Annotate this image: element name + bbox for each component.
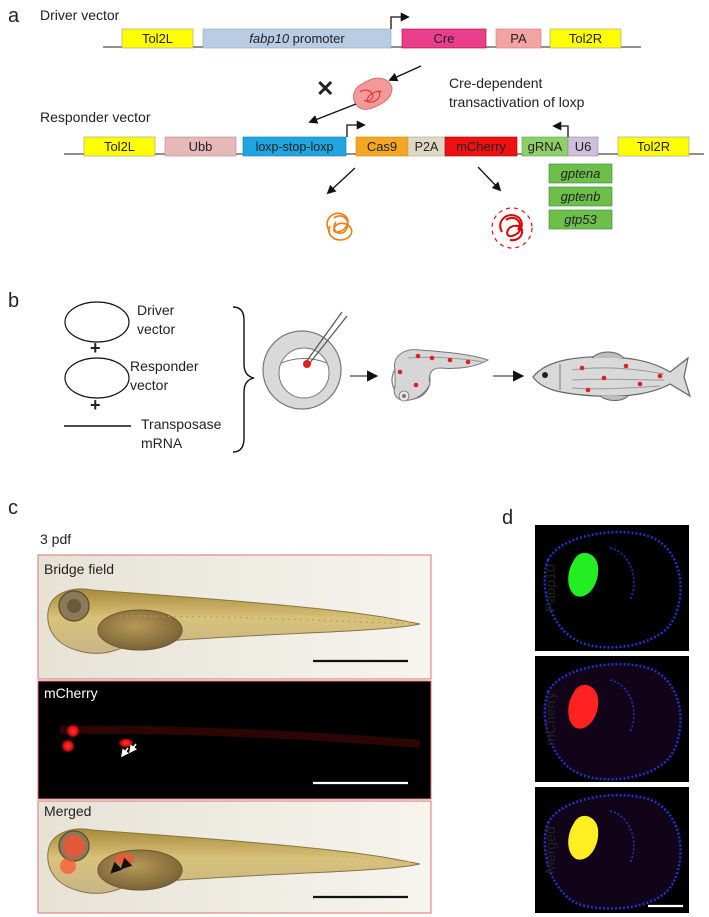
mcherry-fluorescence-image: mCherry [37, 680, 432, 800]
embryo-injection-icon [262, 311, 348, 410]
panel-b: b Driver vector + Responder vector + Tra… [8, 290, 692, 453]
image-label: mCherry [44, 685, 98, 701]
section-label: mCherry [542, 692, 558, 746]
mcherry-box [444, 136, 518, 157]
responder-tol2r-box [617, 136, 690, 157]
cas9-output-arrow [326, 167, 356, 195]
mcherry-output-arrow [477, 166, 502, 192]
stage-label: 3 pdf [40, 531, 71, 547]
promoter-start-arrow [390, 12, 410, 29]
ubb-box [164, 136, 237, 157]
adult-fish-icon [532, 351, 692, 401]
transposase-label-line2: mRNA [141, 435, 183, 451]
annotation-line1: Cre-dependent [449, 75, 543, 91]
driver-tol2l-label: Tol2L [142, 31, 173, 46]
driver-tol2l-box [121, 28, 194, 49]
driver-label-line2: vector [137, 321, 175, 337]
responder-label-line2: vector [130, 377, 168, 393]
section-label: Merged [542, 826, 558, 873]
u6-start-arrow [552, 121, 569, 137]
loxp-stop-loxp-label: loxp-stop-loxp [256, 140, 334, 154]
u6-label: U6 [575, 139, 592, 154]
transposase-label-line1: Transposase [141, 416, 222, 432]
panel-b-letter: b [8, 290, 19, 312]
image-label: Bridge field [44, 561, 114, 577]
cre-protein-icon [353, 77, 393, 110]
u6-box [567, 136, 599, 157]
mcherry-section-image: mCherry [535, 656, 689, 782]
plus-sign: + [90, 395, 101, 415]
panel-a: a Driver vector Tol2L fabp10 promoter Cr… [8, 5, 704, 249]
grna-target-box [548, 209, 613, 230]
bright-field-image: Bridge field [37, 554, 432, 680]
image-label: Merged [44, 803, 91, 819]
responder-tol2r-label: Tol2R [637, 139, 670, 154]
cas9-protein-icon [326, 212, 353, 241]
panel-c-letter: c [8, 497, 18, 519]
driver-tol2r-box [549, 28, 622, 49]
plus-sign: + [90, 338, 101, 358]
ubb-label: Ubb [189, 139, 213, 154]
grna-target-label: gtp53 [564, 212, 597, 227]
merged-image: Merged [37, 800, 432, 914]
annotation-line2: transactivation of loxp [449, 94, 585, 110]
responder-tol2l-box [83, 136, 156, 157]
driver-label-line1: Driver [137, 302, 175, 318]
cross-symbol: ✕ [316, 76, 334, 101]
cre-to-protein-arrow [388, 65, 422, 82]
responder-tol2l-label: Tol2L [104, 139, 135, 154]
responder-plasmid-icon [64, 357, 130, 399]
grna-target-box [548, 163, 613, 184]
fabp10-promoter-label: fabp10 promoter [249, 31, 345, 46]
larva-icon [391, 349, 490, 402]
cre-box [401, 28, 487, 49]
responder-label-line1: Responder [130, 358, 199, 374]
mcherry-gene-label: mCherry [456, 139, 506, 154]
panel-d-letter: d [502, 507, 513, 529]
protein-to-responder-arrow [308, 103, 357, 124]
driver-tol2r-label: Tol2R [569, 31, 602, 46]
driver-vector-title: Driver vector [40, 7, 120, 23]
mcherry-protein-icon [491, 207, 533, 249]
driver-plasmid-icon [64, 301, 130, 343]
panel-a-letter: a [8, 5, 20, 27]
ubb-start-arrow [346, 120, 366, 137]
panel-c: c 3 pdf Bridge field mCherry [8, 497, 432, 914]
grna-target-box [548, 186, 613, 207]
grouping-bracket [232, 306, 255, 453]
merged-section-image: Merged [535, 787, 689, 913]
grna-label: gRNA [528, 139, 563, 154]
panel-d: d Fabp10 mCherry Merged [502, 507, 689, 913]
fabp10-promoter-box [202, 28, 392, 49]
p2a-label: P2A [415, 140, 439, 154]
grna-target-label: gptena [561, 166, 601, 181]
loxp-stop-loxp-box [242, 136, 347, 157]
cre-label: Cre [434, 31, 455, 46]
pa-box [495, 28, 542, 49]
grna-target-label: gptenb [561, 189, 601, 204]
section-label: Fabp10 [542, 564, 558, 612]
pa-label: PA [510, 31, 527, 46]
fabp10-section-image: Fabp10 [535, 525, 689, 651]
responder-vector-title: Responder vector [40, 109, 151, 125]
cas9-label: Cas9 [367, 139, 397, 154]
